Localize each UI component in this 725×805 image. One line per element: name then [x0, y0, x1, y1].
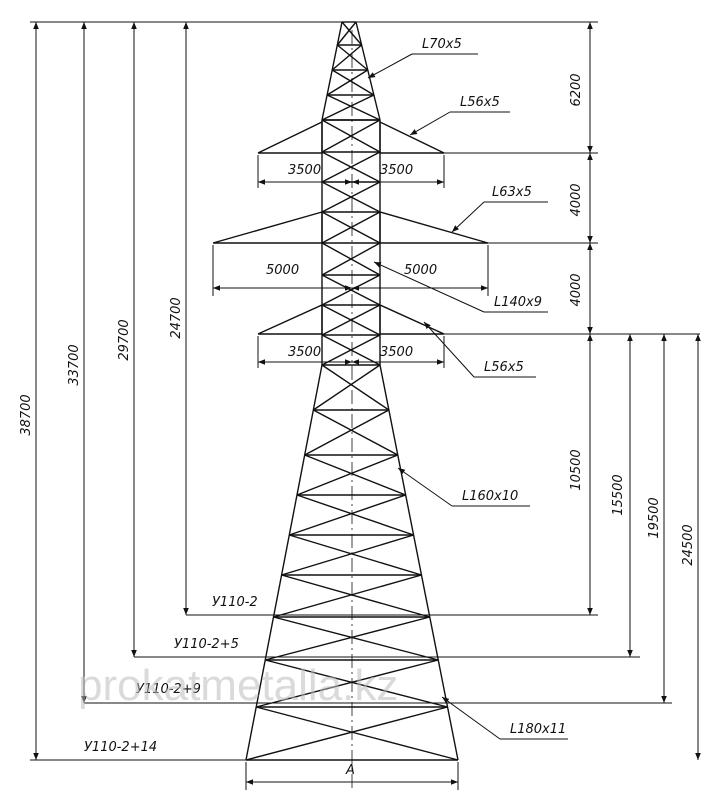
top-arm-right	[379, 120, 445, 154]
body-brace	[321, 364, 390, 411]
dimension-lines	[30, 21, 701, 790]
member-mast: L140x9	[494, 295, 542, 310]
dim-10500: 10500	[569, 449, 584, 490]
body-brace	[256, 659, 439, 708]
variant-u110-2-14: У110-2+14	[84, 740, 157, 755]
leader-leg	[397, 467, 453, 507]
mast-brace	[321, 181, 381, 213]
member-mid-arm: L63x5	[492, 185, 532, 200]
dim-15500: 15500	[611, 474, 626, 515]
dim-mid-arm-left: 5000	[266, 263, 299, 278]
peak-brace	[331, 44, 363, 71]
body-brace	[304, 454, 406, 496]
dim-4000-lower: 4000	[569, 273, 584, 306]
dim-38700: 38700	[19, 394, 34, 435]
body-brace	[289, 494, 406, 536]
dim-4000-upper: 4000	[569, 183, 584, 216]
dim-33700: 33700	[67, 344, 82, 385]
leg-right	[379, 364, 459, 761]
mast-brace	[321, 211, 381, 244]
dim-6200: 6200	[569, 73, 584, 106]
mid-arm-left	[212, 211, 323, 244]
peak-brace	[336, 21, 357, 46]
body-brace	[273, 574, 422, 618]
body-brace	[296, 454, 399, 496]
body-brace	[304, 409, 390, 456]
leader-base-leg	[441, 696, 501, 740]
low-arm-left	[257, 303, 323, 335]
watermark: prokatmetalla.kz	[78, 661, 398, 710]
tower-structure	[212, 21, 489, 761]
dim-low-arm-right: 3500	[380, 345, 413, 360]
body-brace	[265, 616, 430, 661]
peak-brace	[336, 44, 369, 71]
leg-left	[245, 364, 323, 761]
body-brace	[289, 534, 422, 576]
peak-leg-right	[355, 21, 381, 121]
body-brace	[265, 659, 448, 708]
member-leg: L160x10	[462, 489, 518, 504]
body-brace	[313, 409, 399, 456]
member-top-arm: L56x5	[460, 95, 500, 110]
variant-u110-2: У110-2	[212, 595, 258, 610]
leader-mast	[373, 261, 485, 313]
leader-mid-arm	[451, 201, 485, 233]
low-arm-right	[379, 303, 445, 335]
member-peak: L70x5	[422, 37, 462, 52]
peak-brace	[331, 69, 375, 96]
body-brace	[296, 494, 414, 536]
dim-mid-arm-right: 5000	[404, 263, 437, 278]
variant-u110-2-9: У110-2+9	[136, 682, 201, 697]
member-low-arm: L56x5	[484, 360, 524, 375]
dim-24700: 24700	[169, 297, 184, 338]
peak-brace	[326, 69, 369, 96]
mast-brace	[321, 119, 381, 153]
dim-low-arm-left: 3500	[288, 345, 321, 360]
top-arm-left	[257, 120, 323, 154]
leader-low-arm	[423, 321, 475, 378]
dim-top-arm-left: 3500	[288, 163, 321, 178]
mast-brace	[321, 151, 381, 183]
variant-u110-2-5: У110-2+5	[174, 637, 239, 652]
mast-brace	[321, 242, 381, 276]
leader-top-arm	[409, 111, 451, 136]
dim-24500: 24500	[681, 524, 696, 565]
body-brace	[256, 706, 459, 761]
body-brace	[312, 364, 381, 411]
body-brace	[281, 574, 430, 618]
mid-arm-right	[379, 211, 489, 244]
dim-19500: 19500	[647, 497, 662, 538]
peak-brace	[321, 94, 375, 121]
leader-peak	[367, 53, 413, 79]
body-brace	[245, 706, 448, 761]
dim-top-arm-right: 3500	[380, 163, 413, 178]
body-brace	[281, 534, 414, 576]
dim-29700: 29700	[117, 319, 132, 360]
mast-brace	[321, 304, 381, 336]
body-brace	[273, 616, 439, 661]
peak-brace	[326, 94, 381, 121]
member-base-leg: L180x11	[510, 722, 566, 737]
dim-base-width: A	[345, 763, 355, 778]
peak-leg-left	[321, 21, 343, 121]
